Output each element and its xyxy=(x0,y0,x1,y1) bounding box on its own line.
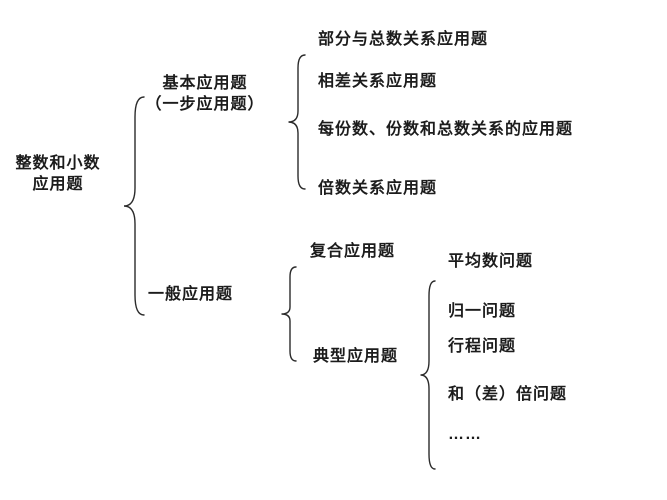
node-sum-difference-multiple-problems: 和（差）倍问题 xyxy=(448,386,568,403)
brace-general-icon xyxy=(281,266,297,362)
node-part-whole-relation: 部分与总数关系应用题 xyxy=(318,31,489,48)
node-difference-relation: 相差关系应用题 xyxy=(318,73,438,90)
node-average-problems: 平均数问题 xyxy=(448,253,534,270)
node-integer-decimal-problems: 整数和小数 应用题 xyxy=(15,155,101,193)
node-ellipsis-more: …… xyxy=(448,426,482,443)
node-normalization-problems: 归一问题 xyxy=(448,303,517,320)
node-typical-problems: 典型应用题 xyxy=(313,348,399,365)
node-distance-problems: 行程问题 xyxy=(448,338,517,355)
node-basic-one-step-problems: 基本应用题 （一步应用题） xyxy=(145,75,265,113)
brace-root-icon xyxy=(123,96,145,316)
node-multiple-relation: 倍数关系应用题 xyxy=(318,180,438,197)
node-general-problems: 一般应用题 xyxy=(148,286,234,303)
brace-basic-icon xyxy=(288,54,306,190)
node-per-share-total-relation: 每份数、份数和总数关系的应用题 xyxy=(318,121,574,138)
node-compound-problems: 复合应用题 xyxy=(310,243,396,260)
brace-typical-icon xyxy=(420,280,436,470)
